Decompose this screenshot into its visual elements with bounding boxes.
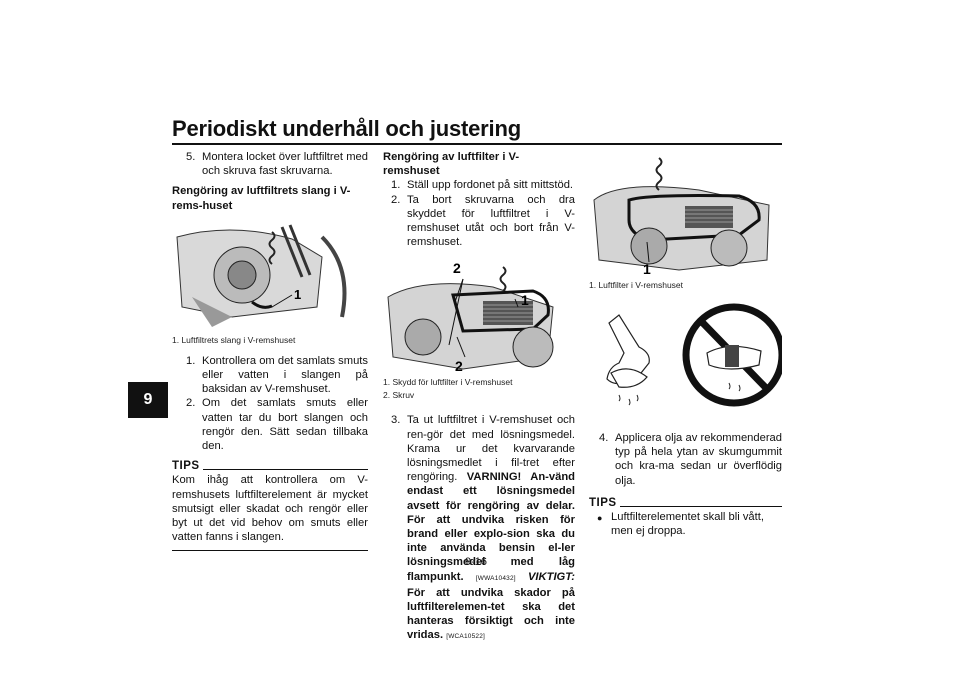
wring-filter-illustration [606,303,786,407]
warning-text: VARNING! An-vänd endast ett lösningsmede… [407,471,575,583]
step-text: Om det samlats smuts eller vatten tar du… [202,397,368,453]
header-rule [172,143,782,145]
step-number: 5. [186,151,196,163]
scooter-hose-illustration: 1 [176,224,347,327]
column-2: Rengöring av luftfilter i V-remshuset 1.… [383,150,575,645]
figure-cover: 2 1 2 [383,257,575,376]
step-number: 3. [391,414,401,427]
figure-caption-2: 2. Skruv [383,390,415,401]
step-number: 1. [186,354,196,367]
figure-label: 1 [643,261,651,276]
step-number: 1. [391,179,401,192]
tips-rule [619,506,782,508]
bullet-icon: ● [597,513,603,524]
page-number: 9-16 [465,556,488,568]
figure-caption-1: 1. Skydd för luftfilter i V-remshuset [383,377,513,388]
step-3: 3. Ta ut luftfiltret i V-remshuset och r… [383,413,575,644]
tips-label: TIPS [589,496,617,509]
column-1: 5. Montera locket över luftfiltret med o… [172,150,368,552]
section-heading-hose: Rengöring av luftfiltrets slang i V-rems… [172,185,351,212]
step-text: Kontrollera om det samlats smuts eller v… [202,354,369,396]
step-2: 2. Om det samlats smuts eller vatten tar… [172,396,368,453]
caution-label: VIKTIGT: [527,570,575,583]
step-2: 2. Ta bort skruvarna och dra skyddet för… [383,193,575,250]
tips-bullet-text: Luftfilterelementet skall bli vått, men … [611,511,764,538]
tips-bullet-item: ● Luftfilterelementet skall bli vått, me… [589,510,782,538]
step-1: 1. Ställ upp fordonet på sitt mittstöd. [383,178,575,192]
tips-end-rule [172,550,368,552]
tips-box: TIPS ● Luftfilterelementet skall bli våt… [589,496,782,539]
chapter-tab: 9 [128,382,168,418]
section-heading-filter: Rengöring av luftfilter i V-remshuset [383,151,520,178]
scooter-cover-illustration: 2 1 2 [387,260,554,374]
step-1: 1. Kontrollera om det samlats smuts elle… [172,354,368,397]
step-5: 5. Montera locket över luftfiltret med o… [172,150,368,178]
step-text: Ta bort skruvarna och dra skyddet för lu… [407,193,575,249]
figure-caption: 1. Luftfilter i V-remshuset [589,280,684,290]
step-4: 4. Applicera olja av rekommenderad typ p… [589,431,782,488]
step-text: Ta ut luftfiltret i V-remshuset och ren-… [407,414,575,484]
step-text: Applicera olja av rekommenderad typ på h… [615,432,782,487]
figure-wring [589,303,786,413]
tips-text: Kom ihåg att kontrollera om V-remshusets… [172,474,368,544]
figure-label: 1 [294,287,301,302]
figure-label-1: 1 [521,292,529,308]
step-number: 2. [186,397,196,410]
scooter-filter-illustration: 1 [593,157,770,277]
step-number: 2. [391,193,401,206]
figure-caption: 1. Luftfiltrets slang i V-remshuset [172,334,296,345]
figure-label-2b: 2 [455,358,463,374]
figure-filter: 1 [589,150,782,277]
figure-label-2a: 2 [453,260,461,276]
page-title: Periodiskt underhåll och justering [172,116,521,141]
tips-box: TIPS Kom ihåg att kontrollera om V-remsh… [172,459,368,552]
step-text: Ställ upp fordonet på sitt mittstöd. [407,179,574,192]
figure-hose: 1 [172,216,368,333]
warning-code: [WWA10432] [475,574,516,582]
caution-code: [WCA10522] [446,633,486,641]
step-text: Montera locket över luftfiltret med och … [202,151,368,178]
tips-label: TIPS [172,460,200,473]
step-number: 4. [599,432,609,444]
tips-rule [202,469,368,471]
caution-text: För att undvika skador på luftfilterelem… [407,586,575,642]
column-3: 1 1. Luftfilter i V-remshuset 4. Applice… [589,150,786,539]
